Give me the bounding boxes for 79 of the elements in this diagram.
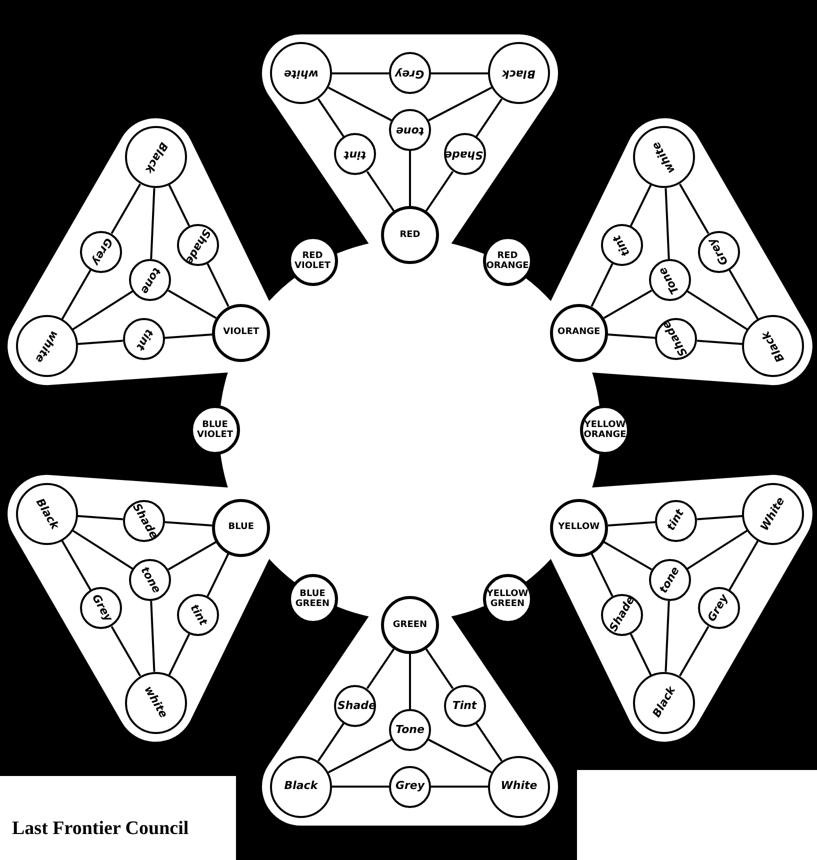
circle-label: Tone <box>396 724 424 736</box>
connector-line <box>425 648 454 689</box>
connector-line <box>206 553 230 597</box>
connector-line <box>475 722 503 762</box>
connector-line <box>366 648 395 689</box>
connector-line <box>317 722 345 762</box>
circle-label: RED VIOLET <box>294 250 332 272</box>
connector-line <box>603 541 652 570</box>
circle-label: YELLOW <box>558 522 600 533</box>
council-name: Last Frontier Council <box>12 818 189 840</box>
connector-line <box>168 184 190 226</box>
connector-line <box>164 521 212 526</box>
circle-label: Grey <box>395 780 425 793</box>
connector-line <box>206 263 230 307</box>
connector-line <box>630 184 652 226</box>
connector-line <box>332 72 389 74</box>
connector-line <box>328 86 392 122</box>
connector-line <box>728 540 759 591</box>
connector-line <box>77 340 123 345</box>
connector-line <box>409 654 411 709</box>
circle-label: ORANGE <box>558 327 600 338</box>
circle-label: BLUE <box>228 522 254 533</box>
connector-line <box>608 521 656 526</box>
circle-label: Grey <box>395 67 425 80</box>
connector-line <box>168 541 217 570</box>
connector-line <box>664 188 670 260</box>
connector-line <box>664 600 670 672</box>
circle-label: BLUE GREEN <box>294 588 331 610</box>
connector-line <box>697 515 743 520</box>
connector-line <box>686 530 748 570</box>
circle-label: RED <box>400 230 420 240</box>
circle-label: VIOLET <box>223 327 260 338</box>
connector-line <box>72 290 134 330</box>
connector-line <box>332 786 389 788</box>
circle-label: White <box>500 780 538 793</box>
connector-line <box>603 290 652 319</box>
connector-line <box>428 738 492 774</box>
circle-label: BLUE VIOLET <box>196 420 234 440</box>
connector-line <box>168 634 190 676</box>
connector-line <box>431 72 488 74</box>
connector-line <box>366 171 395 212</box>
connector-line <box>150 600 156 672</box>
circle-label: Tint <box>452 700 477 712</box>
connector-line <box>317 98 345 138</box>
connector-line <box>428 86 492 122</box>
circle-label: Black <box>284 780 318 793</box>
circle-label: tone <box>396 124 424 136</box>
connector-line <box>110 626 142 676</box>
connector-line <box>590 263 614 307</box>
connector-line <box>409 151 411 206</box>
connector-line <box>630 634 652 676</box>
connector-line <box>164 334 212 339</box>
circle-label: YELLOW ORANGE <box>583 420 627 440</box>
connector-line <box>110 184 142 234</box>
circle-label: Shade <box>337 700 374 712</box>
connector-line <box>150 188 156 260</box>
connector-line <box>728 269 759 320</box>
circle-label: white <box>284 67 318 80</box>
connector-line <box>328 738 392 774</box>
connector-line <box>608 334 656 339</box>
circle-label: Black <box>502 67 536 80</box>
connector-line <box>77 515 123 520</box>
circle-label: tint <box>344 148 367 160</box>
circle-label: RED ORANGE <box>486 250 530 272</box>
connector-line <box>697 340 743 345</box>
circle-label: YELLOW GREEN <box>486 588 530 610</box>
connector-line <box>61 540 92 591</box>
circle-label: Shade <box>446 148 483 160</box>
connector-line <box>678 184 710 234</box>
connector-line <box>425 171 454 212</box>
connector-line <box>168 290 217 319</box>
circle-label: GREEN <box>392 620 428 630</box>
connector-line <box>61 269 92 320</box>
connector-line <box>686 290 748 330</box>
connector-line <box>431 786 488 788</box>
connector-line <box>590 553 614 597</box>
connector-line <box>678 626 710 676</box>
connector-line <box>72 530 134 570</box>
connector-line <box>475 98 503 138</box>
